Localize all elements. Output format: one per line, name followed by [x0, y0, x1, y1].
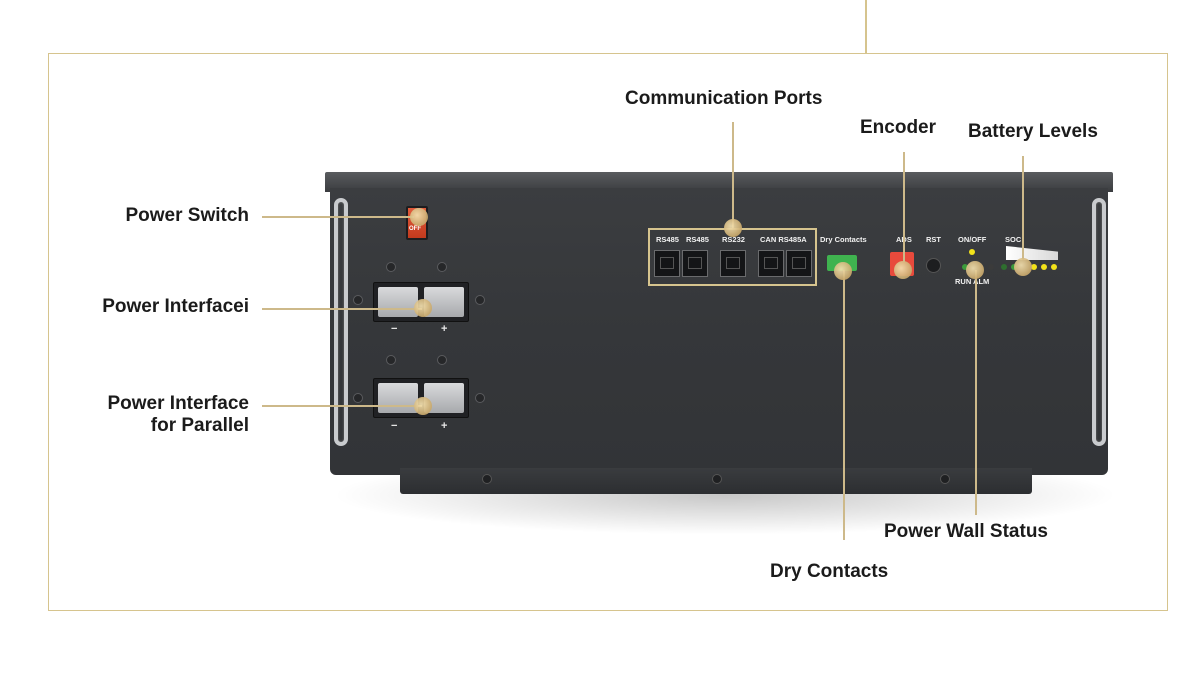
rs485-port[interactable]	[682, 250, 708, 277]
screw-icon	[386, 262, 396, 272]
callout-line	[903, 152, 905, 262]
alm-led-icon	[988, 264, 994, 270]
soc-label: SOC	[1005, 235, 1022, 244]
callout-line	[843, 270, 845, 540]
screw-icon	[386, 355, 396, 365]
port-label-can-rs485a: CAN RS485A	[760, 235, 807, 244]
connector-plug	[378, 287, 418, 317]
frame-border	[48, 53, 1168, 611]
callout-dot-icon	[966, 261, 984, 279]
run-led-icon	[962, 264, 968, 270]
callout-communication-ports: Communication Ports	[625, 88, 823, 109]
callout-line	[262, 216, 414, 218]
callout-line	[732, 122, 734, 228]
reset-button[interactable]	[926, 258, 941, 273]
port-label-rs485: RS485	[686, 235, 709, 244]
screw-icon	[940, 474, 950, 484]
screw-icon	[712, 474, 722, 484]
callout-battery-levels: Battery Levels	[968, 121, 1098, 142]
on-off-led-icon	[969, 249, 975, 255]
screw-icon	[437, 262, 447, 272]
dry-contacts-label: Dry Contacts	[820, 235, 867, 244]
soc-led-icon	[1001, 264, 1007, 270]
left-handle	[334, 198, 348, 446]
soc-led-icon	[1041, 264, 1047, 270]
callout-encoder: Encoder	[860, 117, 937, 138]
minus-label: −	[391, 420, 398, 432]
on-off-label: ON/OFF	[958, 235, 987, 244]
callout-power-switch: Power Switch	[125, 205, 249, 226]
top-connector-line	[865, 0, 867, 53]
screw-icon	[482, 474, 492, 484]
right-handle	[1092, 198, 1106, 446]
rs485-port[interactable]	[654, 250, 680, 277]
callout-power-interface-parallel-line1: Power Interface	[107, 393, 250, 414]
screw-icon	[475, 393, 485, 403]
can-port[interactable]	[758, 250, 784, 277]
callout-dot-icon	[410, 208, 428, 226]
callout-line	[262, 308, 422, 310]
port-label-rs232: RS232	[722, 235, 745, 244]
rst-label: RST	[926, 235, 941, 244]
run-alm-label: RUN ALM	[955, 277, 990, 286]
callout-line	[975, 270, 977, 515]
port-label-rs485: RS485	[656, 235, 679, 244]
connector-plug	[378, 383, 418, 413]
battery-front-panel	[330, 188, 1108, 475]
callout-power-wall-status: Power Wall Status	[884, 521, 1048, 542]
callout-dot-icon	[1014, 258, 1032, 276]
screw-icon	[437, 355, 447, 365]
device-top-lip	[325, 172, 1113, 192]
callout-power-interface: Power Interfacei	[102, 296, 249, 317]
soc-led-icon	[1031, 264, 1037, 270]
callout-power-interface-parallel-line2: for Parallel	[150, 415, 249, 436]
callout-dot-icon	[414, 299, 432, 317]
callout-dot-icon	[724, 219, 742, 237]
minus-label: −	[391, 323, 398, 335]
rs232-port[interactable]	[720, 250, 746, 277]
screw-icon	[353, 393, 363, 403]
switch-off-label: OFF	[409, 226, 421, 232]
rs485a-port[interactable]	[786, 250, 812, 277]
callout-line	[1022, 156, 1024, 260]
callout-dot-icon	[894, 261, 912, 279]
plus-label: +	[441, 420, 448, 432]
plus-label: +	[441, 323, 448, 335]
screw-icon	[475, 295, 485, 305]
callout-dry-contacts: Dry Contacts	[770, 561, 889, 582]
callout-dot-icon	[414, 397, 432, 415]
screw-icon	[353, 295, 363, 305]
callout-dot-icon	[834, 262, 852, 280]
soc-led-icon	[1051, 264, 1057, 270]
callout-line	[262, 405, 422, 407]
